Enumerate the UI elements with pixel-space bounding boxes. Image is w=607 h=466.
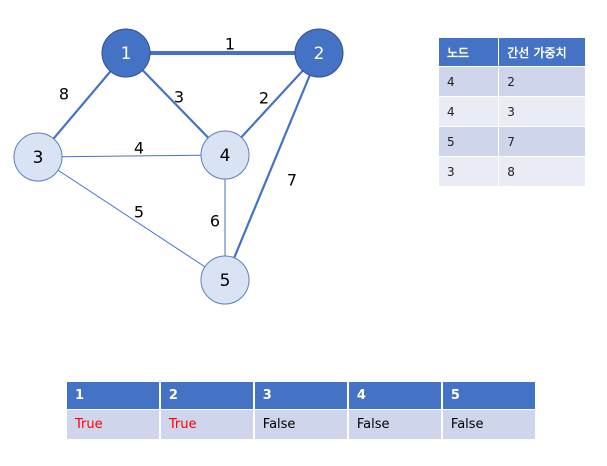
edge-weight-label: 2 xyxy=(259,89,269,108)
edge-table-cell-weight: 7 xyxy=(498,126,586,157)
edge-weight-label: 7 xyxy=(287,171,297,190)
visited-header-5: 5 xyxy=(441,382,538,410)
edge-table-row: 5 7 xyxy=(439,126,586,157)
edge-weight-label: 4 xyxy=(134,139,144,158)
nodes: 1 2 3 4 5 xyxy=(13,28,344,305)
edge-table-cell-node: 5 xyxy=(439,126,500,157)
edge-weight-label: 6 xyxy=(210,212,220,231)
edge-table-cell-node: 4 xyxy=(439,66,500,97)
edge-table-row: 3 8 xyxy=(439,156,586,186)
node-circle xyxy=(200,130,250,180)
visited-header-1: 1 xyxy=(67,382,161,410)
edge-3-5 xyxy=(37,156,226,281)
visited-header-3: 3 xyxy=(253,382,349,410)
node-label: 5 xyxy=(220,271,231,291)
visited-table-row: True True False False False xyxy=(67,409,538,439)
visited-value-4: False xyxy=(347,409,443,439)
edge-table-cell-node: 4 xyxy=(439,96,500,127)
visited-value-1: True xyxy=(67,409,161,439)
edge-weight-label: 1 xyxy=(225,35,235,54)
edge-table-header-node: 노드 xyxy=(439,38,500,67)
node-5: 5 xyxy=(200,255,250,305)
edge-weight-label: 5 xyxy=(134,203,144,222)
edge-table-header-row: 노드 간선 가중치 xyxy=(439,38,586,67)
visited-header-4: 4 xyxy=(347,382,443,410)
node-1: 1 xyxy=(101,28,151,78)
visited-table: 1 2 3 4 5 True True False False False xyxy=(67,382,538,439)
node-label: 1 xyxy=(121,44,132,64)
node-3: 3 xyxy=(13,132,63,182)
node-circle xyxy=(294,28,344,78)
edge-table-row: 4 3 xyxy=(439,96,586,127)
visited-table-header-row: 1 2 3 4 5 xyxy=(67,382,538,410)
node-4: 4 xyxy=(200,130,250,180)
node-label: 4 xyxy=(220,146,231,166)
edge-table-cell-weight: 2 xyxy=(498,66,586,97)
node-circle xyxy=(13,132,63,182)
node-circle xyxy=(101,28,151,78)
edge-weights: 1 8 3 2 7 4 5 6 xyxy=(59,35,297,231)
visited-value-2: True xyxy=(159,409,255,439)
edge-table-cell-weight: 8 xyxy=(498,156,586,186)
node-label: 2 xyxy=(314,44,325,64)
edge-table-header-weight: 간선 가중치 xyxy=(498,38,586,67)
edge-table-cell-node: 3 xyxy=(439,156,500,186)
node-circle xyxy=(200,255,250,305)
visited-header-2: 2 xyxy=(159,382,255,410)
visited-value-5: False xyxy=(441,409,538,439)
edge-3-4 xyxy=(37,154,226,158)
node-2: 2 xyxy=(294,28,344,78)
edge-weight-label: 3 xyxy=(174,88,184,107)
edge-weight-label: 8 xyxy=(59,85,69,104)
edge-table-row: 4 2 xyxy=(439,66,586,97)
edge-table-cell-weight: 3 xyxy=(498,96,586,127)
node-label: 3 xyxy=(33,148,44,168)
visited-value-3: False xyxy=(253,409,349,439)
edge-2-5 xyxy=(223,52,321,281)
edge-weight-table: 노드 간선 가중치 4 2 4 3 5 7 3 8 xyxy=(439,38,586,186)
